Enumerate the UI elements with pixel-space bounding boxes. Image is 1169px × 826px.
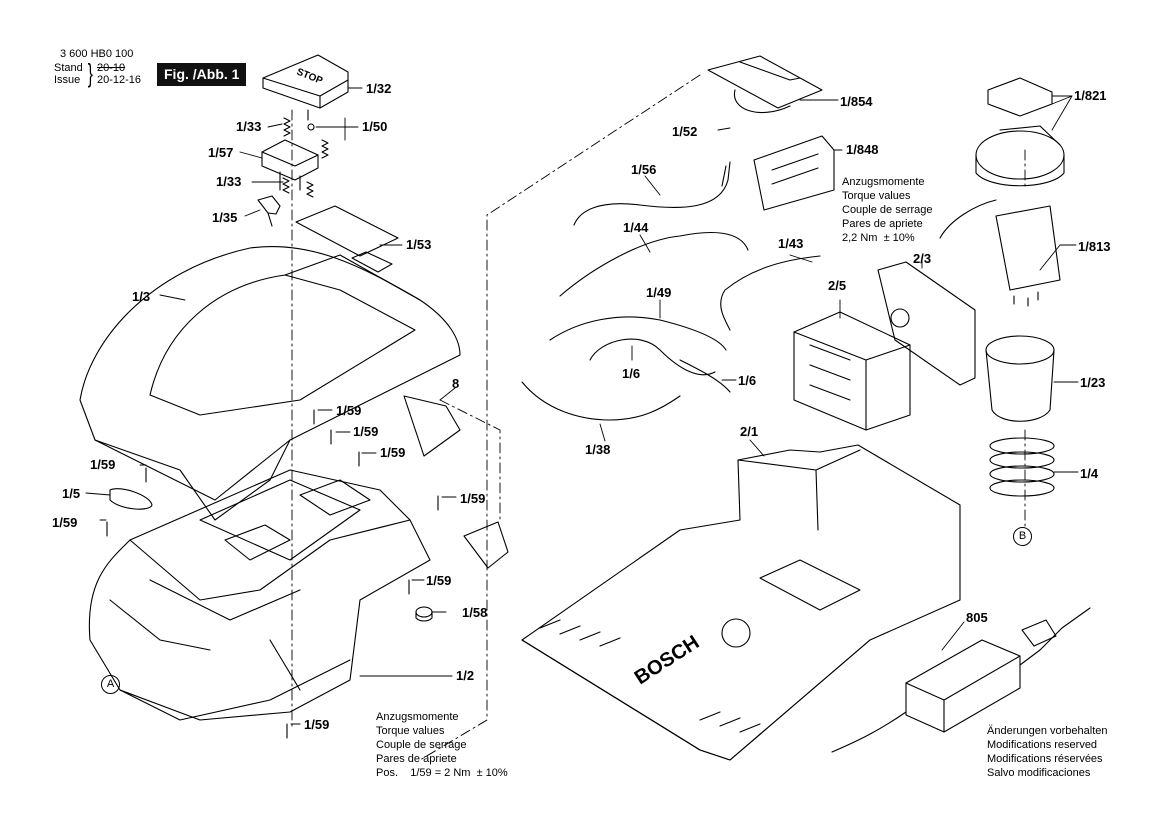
part-805-charger (831, 607, 1091, 753)
part-1-5-oval-pad (109, 488, 153, 510)
label-1-38: 1/38 (585, 442, 611, 457)
part-1-33-springs-lower (282, 177, 314, 198)
part-1-23-cup (985, 335, 1055, 422)
leader-lines (85, 87, 1079, 725)
label-1-59: 1/59 (426, 573, 452, 588)
part-1-821-dial (975, 125, 1065, 187)
part-1-854-module (707, 55, 823, 114)
part-1-53-membrane (295, 205, 399, 273)
label-1-58: 1/58 (462, 605, 488, 620)
label-1-59: 1/59 (353, 424, 379, 439)
label-1-6: 1/6 (622, 366, 641, 381)
issue-value: 20-12-16 (97, 74, 142, 86)
stand-label: Stand (54, 62, 83, 74)
modifications-note: Änderungen vorbehalten Modifications res… (987, 725, 1108, 779)
label-1-854: 1/854 (840, 94, 873, 109)
label-1-59: 1/59 (90, 457, 116, 472)
label-1-5: 1/5 (62, 486, 81, 501)
part-1-4-spring (989, 437, 1055, 497)
label-1-6: 1/6 (738, 373, 757, 388)
label-1-50: 1/50 (362, 119, 388, 134)
part-1-3-hood (79, 245, 461, 521)
part-1-44-cable (559, 232, 749, 297)
brand-stamp: BOSCH (631, 631, 704, 689)
label-1-59: 1/59 (460, 491, 486, 506)
part-1-58-knob (415, 606, 433, 622)
label-8: 8 (452, 376, 460, 391)
label-1-49: 1/49 (646, 285, 672, 300)
label-2-3: 2/3 (913, 251, 932, 266)
label-1-23: 1/23 (1080, 375, 1106, 390)
label-1-59: 1/59 (304, 717, 330, 732)
label-1-44: 1/44 (623, 220, 649, 235)
part-1-821-switch (987, 77, 1053, 117)
label-1-52: 1/52 (672, 124, 698, 139)
issue-label: Issue (54, 74, 81, 86)
part-1-38-cable (521, 381, 681, 421)
label-1-813: 1/813 (1078, 239, 1111, 254)
part-1-49-cable (549, 316, 727, 351)
part-1-813-motor (939, 199, 1061, 307)
part-2-1-base (521, 444, 961, 761)
part-1-43-cable (720, 255, 821, 331)
brace-icon: } (87, 58, 93, 88)
label-1-848: 1/848 (846, 142, 879, 157)
label-1-33: 1/33 (216, 174, 242, 189)
part-8-plates (403, 395, 509, 569)
part-1-56-cable (573, 161, 731, 226)
part-2-3-bracket (877, 261, 976, 386)
part-1-35-lever (257, 195, 281, 227)
label-1-59: 1/59 (52, 515, 78, 530)
label-1-57: 1/57 (208, 145, 234, 160)
label-2-1: 2/1 (740, 424, 759, 439)
label-1-59: 1/59 (336, 403, 362, 418)
label-1-35: 1/35 (212, 210, 238, 225)
label-1-59: 1/59 (380, 445, 406, 460)
marker-a: A (101, 675, 120, 694)
label-1-33: 1/33 (236, 119, 262, 134)
label-1-53: 1/53 (406, 237, 432, 252)
label-1-43: 1/43 (778, 236, 804, 251)
part-1-57-switch-housing (261, 139, 319, 191)
part-1-2-chassis (88, 469, 431, 721)
part-1-33-springs-upper (283, 109, 329, 159)
stop-stamp: STOP (295, 67, 325, 87)
label-1-4: 1/4 (1080, 466, 1099, 481)
part-1-59-screws (106, 409, 439, 739)
label-1-3: 1/3 (132, 289, 151, 304)
part-1-848-board (753, 135, 835, 211)
figure-title: Fig. /Abb. 1 (157, 63, 247, 86)
marker-b: B (1013, 527, 1032, 546)
stand-value: 20-10 (97, 62, 126, 74)
part-number: 3 600 HB0 100 (60, 48, 134, 60)
torque-note-lower: Anzugsmomente Torque values Couple de se… (376, 711, 508, 779)
label-1-32: 1/32 (366, 81, 392, 96)
label-805: 805 (966, 610, 988, 625)
label-2-5: 2/5 (828, 278, 847, 293)
torque-note-upper: Anzugsmomente Torque values Couple de se… (842, 176, 933, 244)
label-1-56: 1/56 (631, 162, 657, 177)
part-1-6-cables (589, 338, 731, 393)
label-1-821: 1/821 (1074, 88, 1107, 103)
part-1-32-stop-cover (262, 54, 349, 109)
label-1-2: 1/2 (456, 668, 475, 683)
